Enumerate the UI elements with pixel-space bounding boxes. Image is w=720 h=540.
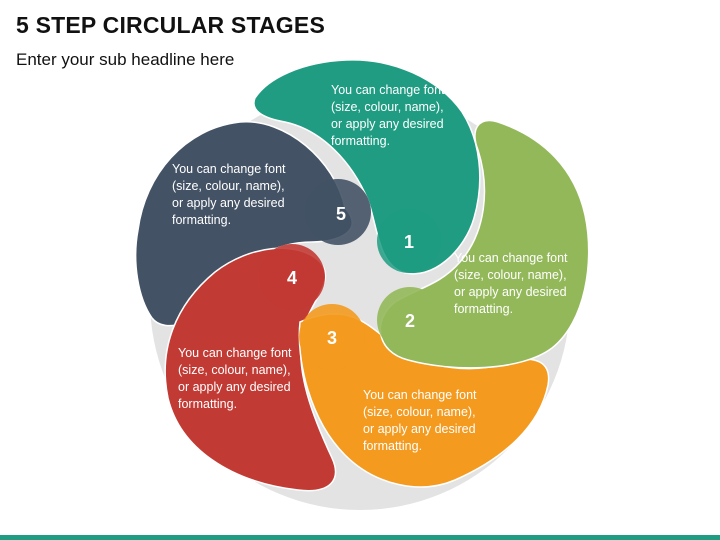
page-subtitle: Enter your sub headline here [16,50,235,69]
step-4-text: You can change font (size, colour, name)… [178,346,295,411]
step-1-circle [377,209,441,273]
step-5-text: You can change font (size, colour, name)… [172,162,289,227]
step-4-circle [259,244,325,310]
step-1-number: 1 [404,232,414,252]
step-1-text: You can change font (size, colour, name)… [331,83,448,148]
step-5-circle [305,179,371,245]
step-3-text: You can change font (size, colour, name)… [363,388,480,453]
step-3-circle [299,304,365,370]
page-title: 5 STEP CIRCULAR STAGES [16,12,325,38]
bottom-accent-bar [0,535,720,540]
step-3-number: 3 [327,328,337,348]
step-2-circle [377,287,443,353]
step-5-petal [134,121,353,327]
step-4-number: 4 [287,268,297,288]
step-2-number: 2 [405,311,415,331]
step-5-number: 5 [336,204,346,224]
step-2-text: You can change font (size, colour, name)… [454,251,571,316]
